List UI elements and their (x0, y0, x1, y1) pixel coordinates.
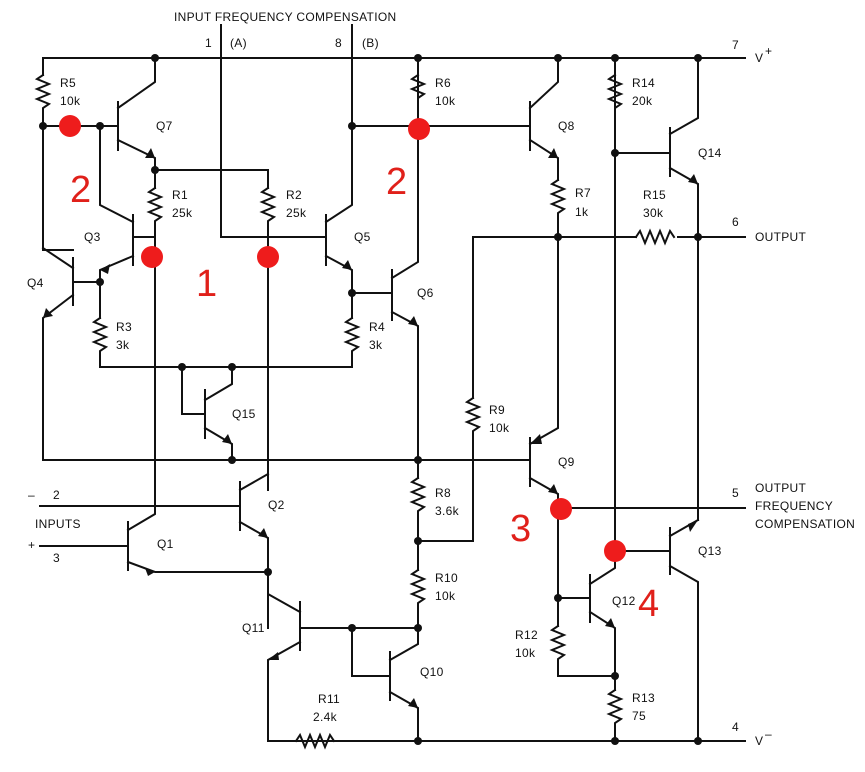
pin-1-number: 1 (205, 36, 212, 50)
annotation-4: 4 (638, 583, 659, 625)
q4-label: Q4 (27, 276, 44, 290)
r9-value: 10k (489, 421, 510, 435)
q10-label: Q10 (420, 665, 444, 679)
title-input-frequency-compensation: INPUT FREQUENCY COMPENSATION (174, 10, 396, 24)
pin-8-number: 8 (335, 36, 342, 50)
r3-name: R3 (116, 320, 132, 334)
r10-name: R10 (435, 571, 458, 585)
r11-name: R11 (318, 692, 340, 706)
junction-dots (39, 54, 702, 745)
pin-4-label: V (755, 734, 763, 748)
q15-label: Q15 (232, 407, 256, 421)
marker-r5-q7 (59, 115, 81, 137)
pin-5-label-line2: FREQUENCY (755, 499, 833, 513)
marker-r2-q5 (257, 246, 279, 268)
input-2-number: 2 (53, 488, 60, 502)
q8-label: Q8 (558, 119, 575, 133)
q1-label: Q1 (157, 537, 174, 551)
pin-5-label-line1: OUTPUT (755, 481, 806, 495)
r12-value: 10k (515, 646, 536, 660)
q11-label: Q11 (242, 621, 265, 635)
q3-label: Q3 (84, 230, 101, 244)
resistor-zigzags (34, 57, 676, 750)
q9-label: Q9 (558, 455, 575, 469)
r6-value: 10k (435, 94, 456, 108)
emitter-arrows (43, 148, 698, 708)
inputs-label: INPUTS (35, 517, 81, 531)
marker-q3-r1 (141, 246, 163, 268)
r12-name: R12 (515, 628, 538, 642)
r5-name: R5 (60, 76, 76, 90)
q6-label: Q6 (417, 286, 434, 300)
r5-value: 10k (60, 94, 81, 108)
r2-name: R2 (286, 188, 302, 202)
annotation-3: 3 (510, 508, 531, 550)
q12-label: Q12 (612, 594, 636, 608)
q14-label: Q14 (698, 146, 722, 160)
r8-name: R8 (435, 486, 451, 500)
pin-6-number: 6 (732, 215, 739, 229)
pin-5-number: 5 (732, 486, 739, 500)
pin-8-label: (B) (362, 36, 379, 50)
annotation-2-left: 2 (70, 169, 91, 211)
r7-name: R7 (575, 186, 591, 200)
marker-r6-q8 (408, 118, 430, 140)
red-markers (59, 115, 626, 562)
annotation-1: 1 (196, 263, 217, 305)
r1-value: 25k (172, 206, 193, 220)
q2-label: Q2 (268, 498, 285, 512)
r10-value: 10k (435, 589, 456, 603)
pin-7-label: V (755, 51, 763, 65)
r8-value: 3.6k (435, 504, 460, 518)
r6-name: R6 (435, 76, 451, 90)
q5-label: Q5 (354, 230, 371, 244)
wires (39, 24, 746, 742)
r15-value: 30k (643, 206, 664, 220)
marker-q13-base (604, 540, 626, 562)
r4-name: R4 (369, 320, 385, 334)
r13-name: R13 (632, 691, 655, 705)
r13-value: 75 (632, 709, 646, 723)
r11-value: 2.4k (313, 710, 338, 724)
input-3-sign: + (28, 538, 35, 552)
r9-name: R9 (489, 403, 505, 417)
pin-5-label-line3: COMPENSATION (755, 517, 855, 531)
pin-4-superscript: – (765, 727, 772, 741)
pin-7-superscript: + (765, 44, 772, 58)
input-2-sign: – (28, 488, 35, 502)
annotation-2-right: 2 (386, 161, 407, 203)
r14-name: R14 (632, 76, 655, 90)
pin-7-number: 7 (732, 38, 739, 52)
r14-value: 20k (632, 94, 653, 108)
r7-value: 1k (575, 205, 589, 219)
marker-q9-output (550, 498, 572, 520)
r15-name: R15 (643, 188, 666, 202)
r4-value: 3k (369, 338, 383, 352)
r3-value: 3k (116, 338, 130, 352)
q7-label: Q7 (156, 119, 173, 133)
q13-label: Q13 (698, 544, 722, 558)
pin-1-label: (A) (230, 36, 247, 50)
pin-6-label: OUTPUT (755, 230, 806, 244)
pin-4-number: 4 (732, 720, 739, 734)
input-3-number: 3 (53, 551, 60, 565)
r2-value: 25k (286, 206, 307, 220)
r1-name: R1 (172, 188, 188, 202)
